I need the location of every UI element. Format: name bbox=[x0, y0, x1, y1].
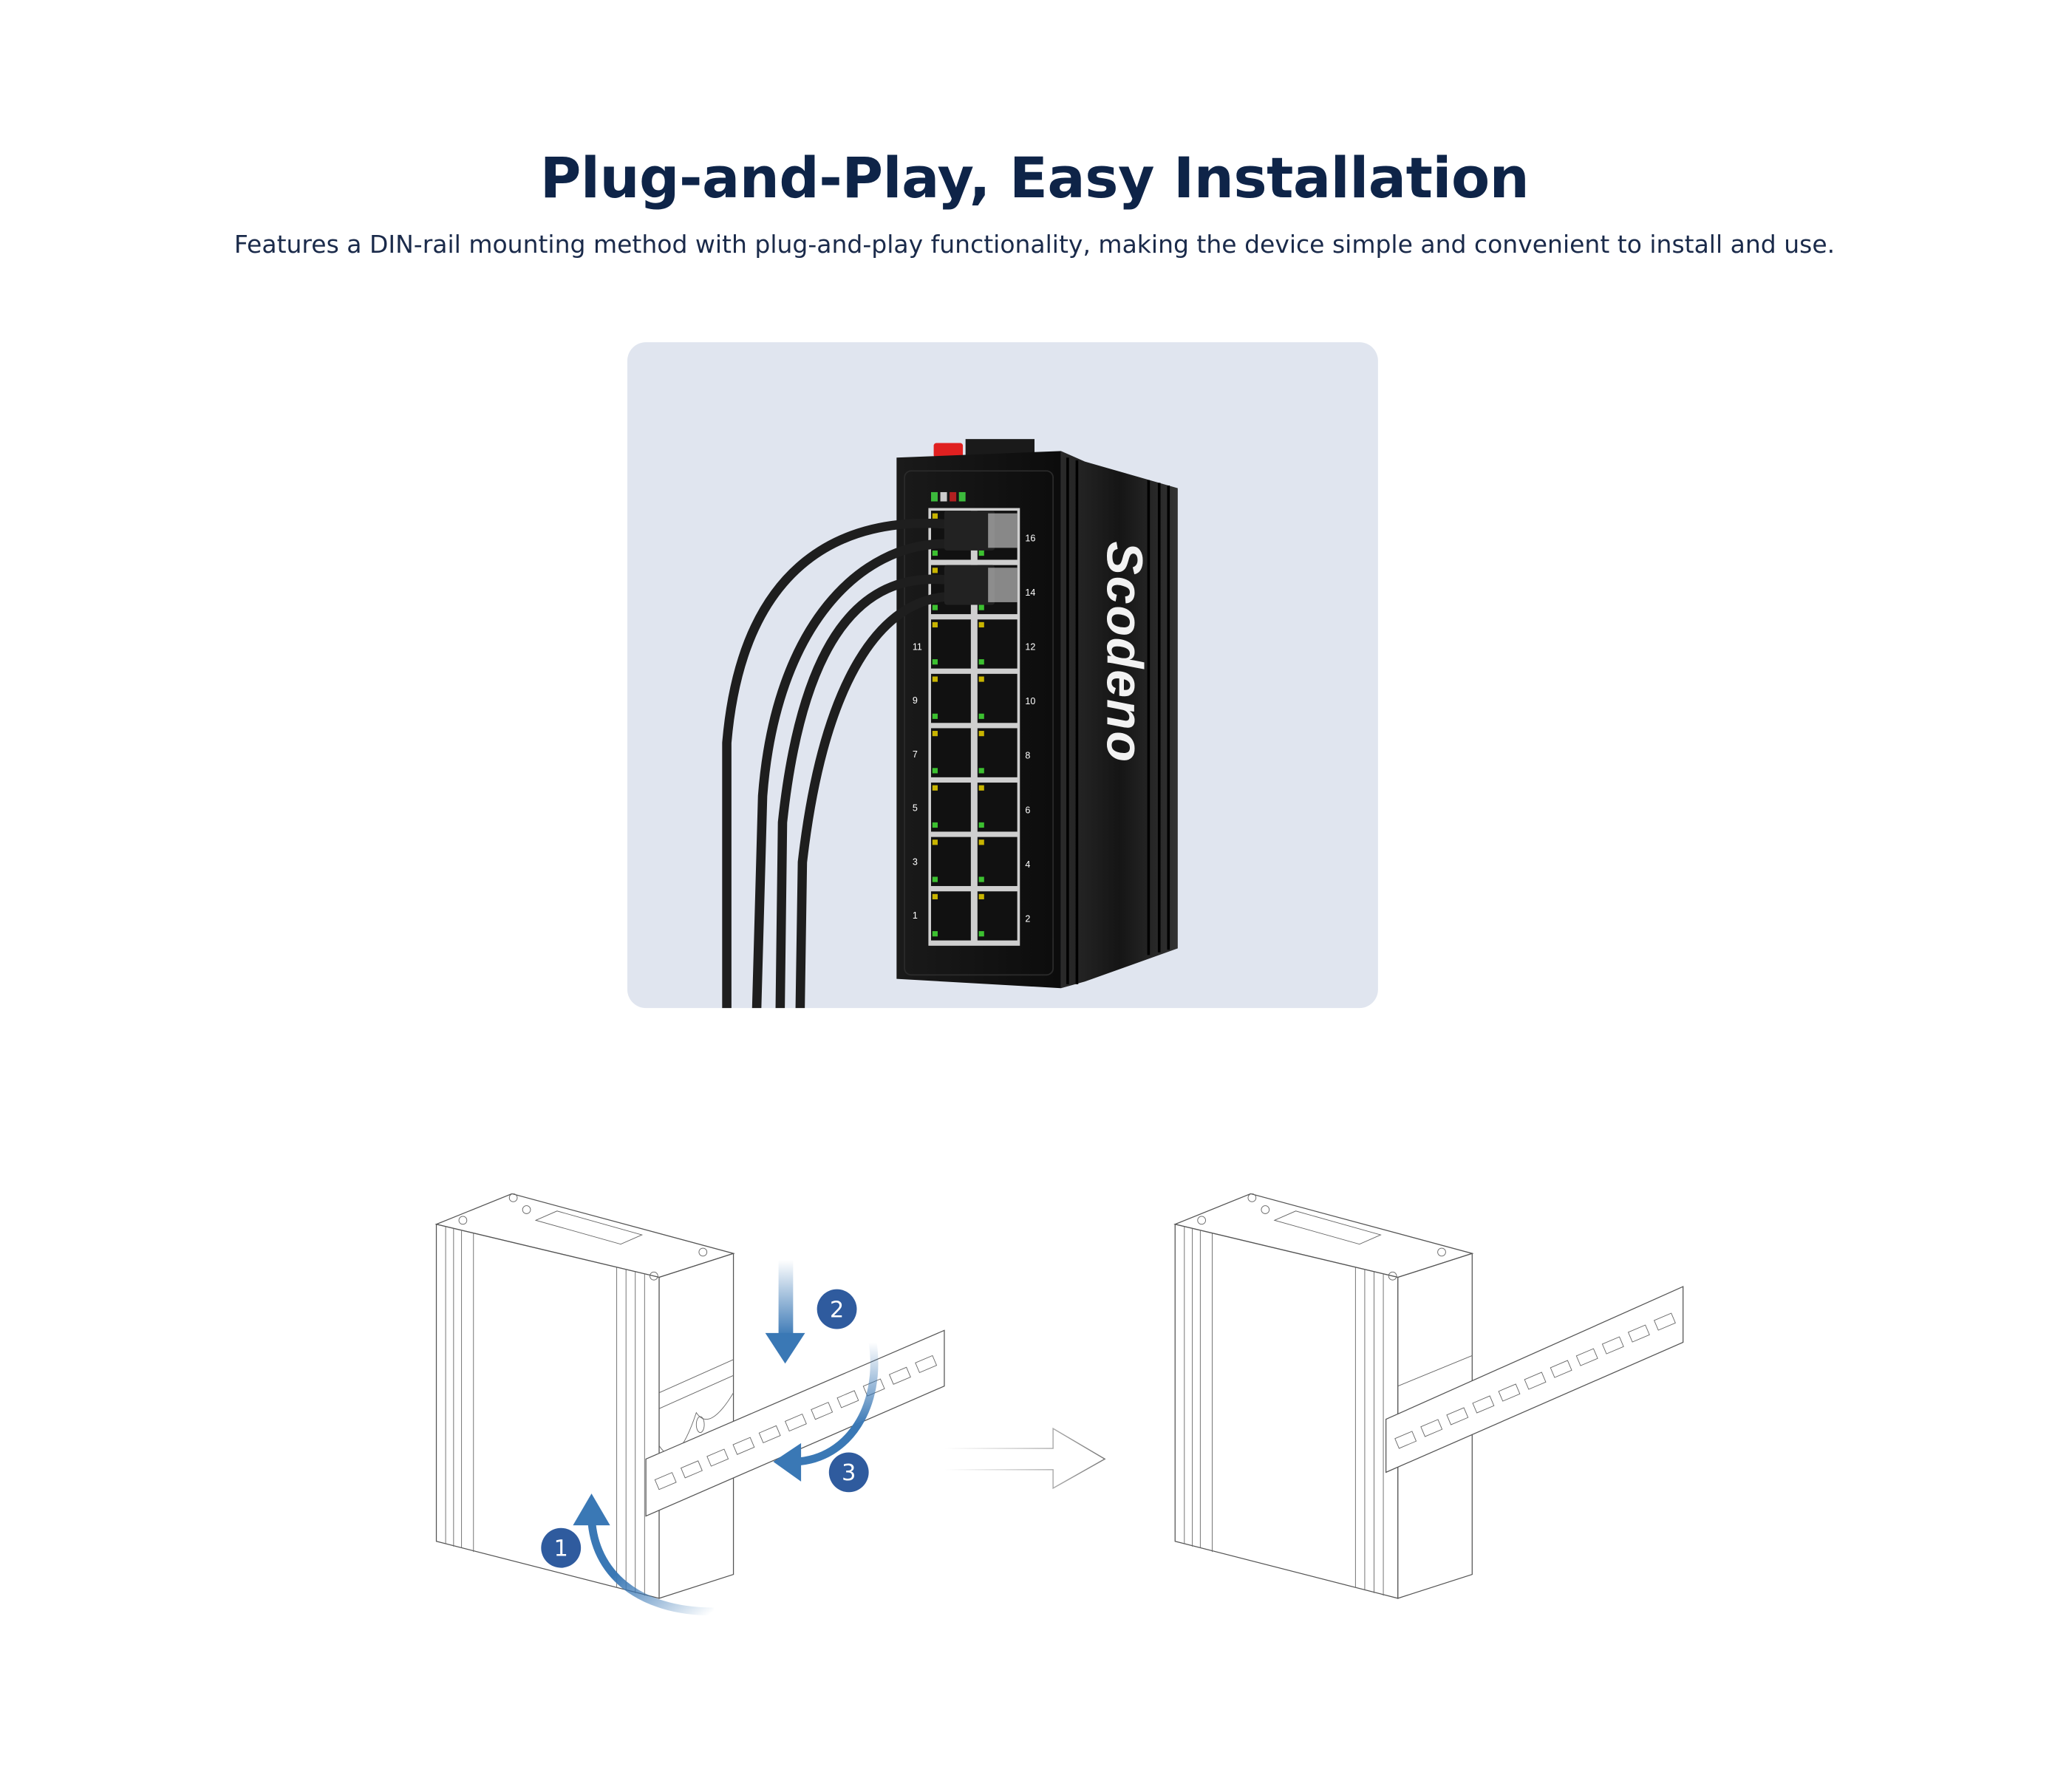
rj45-port bbox=[977, 837, 1018, 887]
rail-slot bbox=[915, 1355, 938, 1374]
rail-slot bbox=[1394, 1431, 1417, 1449]
port-number-label: 5 bbox=[913, 803, 918, 814]
rail-slot bbox=[1446, 1407, 1469, 1425]
port-number-label: 6 bbox=[1025, 805, 1030, 815]
rj45-port bbox=[977, 891, 1018, 941]
rj45-port bbox=[931, 619, 971, 669]
rail-slot bbox=[784, 1413, 807, 1432]
status-leds bbox=[931, 491, 966, 502]
port-number-label: 3 bbox=[913, 856, 918, 867]
rj45-port bbox=[977, 728, 1018, 777]
port-number-label: 7 bbox=[913, 749, 918, 760]
port-number-label: 2 bbox=[1025, 914, 1030, 924]
step-badge-3: 3 bbox=[828, 1452, 869, 1493]
product-photo-card: Scodeno 16 14 12 10 8 6 4 2 11 9 7 5 3 1 bbox=[627, 342, 1378, 1009]
port-number-label: 10 bbox=[1025, 696, 1035, 706]
din-rail-mounted-diagram bbox=[1173, 1193, 1684, 1599]
rail-slot bbox=[1498, 1383, 1521, 1402]
port-number-label: 14 bbox=[1025, 587, 1035, 598]
rj45-port bbox=[977, 783, 1018, 832]
rail-slot bbox=[1420, 1419, 1443, 1437]
result-arrow-icon bbox=[944, 1427, 1106, 1490]
rail-slot bbox=[836, 1390, 859, 1408]
port-number-label: 1 bbox=[913, 910, 918, 921]
rj45-plugs bbox=[944, 511, 1018, 605]
page-subtitle: Features a DIN-rail mounting method with… bbox=[234, 230, 1835, 259]
rail-slot bbox=[811, 1402, 834, 1420]
port-number-label: 16 bbox=[1025, 533, 1035, 543]
brand-logo: Scodeno bbox=[1097, 541, 1153, 763]
rail-slot bbox=[1601, 1336, 1624, 1355]
rail-slot bbox=[732, 1437, 755, 1455]
port-number-label: 8 bbox=[1025, 751, 1030, 761]
rail-slot bbox=[1575, 1348, 1598, 1366]
step-badge-1: 1 bbox=[541, 1527, 582, 1568]
port-number-label: 11 bbox=[913, 642, 922, 653]
rj45-port bbox=[931, 837, 971, 887]
rail-slot bbox=[758, 1425, 781, 1443]
rail-slot bbox=[680, 1460, 703, 1479]
svg-text:1: 1 bbox=[554, 1536, 568, 1561]
step-badge-2: 2 bbox=[817, 1289, 857, 1329]
rail-slot bbox=[1627, 1324, 1650, 1343]
svg-text:3: 3 bbox=[842, 1460, 856, 1486]
rj45-port bbox=[931, 783, 971, 832]
port-number-label: 9 bbox=[913, 695, 918, 706]
rail-slot bbox=[1472, 1395, 1495, 1414]
rj45-port bbox=[977, 619, 1018, 669]
rj45-port bbox=[931, 728, 971, 777]
din-rail-mounting-steps-diagram: 1 2 3 bbox=[434, 1193, 945, 1616]
port-number-label: 12 bbox=[1025, 642, 1035, 653]
page-title: Plug-and-Play, Easy Installation bbox=[539, 144, 1530, 211]
ethernet-switch-image: Scodeno 16 14 12 10 8 6 4 2 11 9 7 5 3 1 bbox=[722, 439, 1178, 1009]
rail-slot bbox=[654, 1472, 677, 1491]
rail-slot bbox=[888, 1366, 911, 1385]
rail-slot bbox=[1654, 1312, 1676, 1331]
port-number-label: 4 bbox=[1025, 859, 1030, 870]
rj45-port bbox=[931, 891, 971, 941]
ethernet-cables bbox=[722, 518, 950, 1009]
rail-slot bbox=[1524, 1372, 1547, 1390]
rj45-port bbox=[977, 673, 1018, 723]
rail-slot bbox=[706, 1448, 729, 1467]
svg-text:2: 2 bbox=[830, 1297, 844, 1323]
rj45-port bbox=[931, 673, 971, 723]
rail-slot bbox=[1550, 1360, 1572, 1378]
